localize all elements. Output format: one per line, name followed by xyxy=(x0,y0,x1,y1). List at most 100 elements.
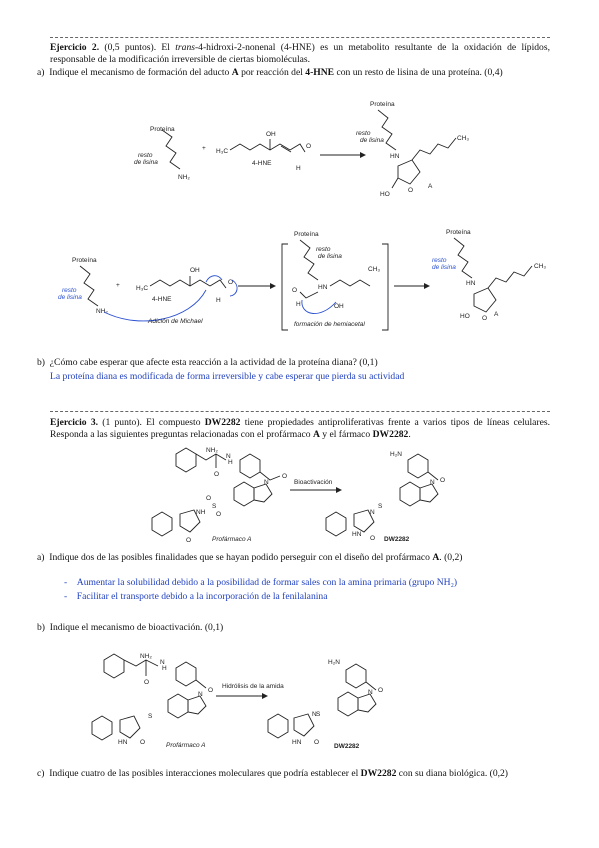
svg-text:O: O xyxy=(144,679,149,686)
ex3-intro: Ejercicio 3. (1 punto). El compuesto DW2… xyxy=(50,417,550,440)
svg-text:OH: OH xyxy=(190,267,200,274)
svg-text:NH₂: NH₂ xyxy=(96,308,108,315)
svg-text:N: N xyxy=(226,453,231,460)
svg-text:Hidrólisis de la amida: Hidrólisis de la amida xyxy=(222,683,284,690)
svg-text:de lisina: de lisina xyxy=(318,253,342,260)
svg-text:Proteína: Proteína xyxy=(370,101,395,108)
svg-text:HN: HN xyxy=(466,280,476,287)
svg-text:NH₂: NH₂ xyxy=(206,447,218,454)
svg-text:OH: OH xyxy=(334,303,344,310)
svg-text:resto: resto xyxy=(356,130,371,137)
svg-text:O: O xyxy=(292,287,297,294)
svg-text:N: N xyxy=(430,479,435,486)
svg-text:O: O xyxy=(228,279,233,286)
svg-text:Proteína: Proteína xyxy=(72,257,97,264)
svg-text:de lisina: de lisina xyxy=(58,294,82,301)
svg-text:O: O xyxy=(186,537,191,544)
svg-text:O: O xyxy=(208,687,213,694)
svg-text:de lisina: de lisina xyxy=(432,264,456,271)
svg-text:DW2282: DW2282 xyxy=(384,536,410,543)
svg-text:HN: HN xyxy=(352,531,362,538)
svg-text:H: H xyxy=(296,165,301,172)
svg-text:HO: HO xyxy=(460,313,470,320)
hne-chain xyxy=(229,143,291,151)
svg-text:A: A xyxy=(494,311,499,318)
ring-a xyxy=(397,159,421,185)
section-divider xyxy=(50,37,550,38)
svg-text:S: S xyxy=(148,713,153,720)
svg-text:OH: OH xyxy=(266,131,276,138)
svg-text:resto: resto xyxy=(62,287,77,294)
svg-text:4-HNE: 4-HNE xyxy=(252,160,272,167)
svg-text:HN: HN xyxy=(292,739,302,746)
svg-text:O: O xyxy=(314,739,319,746)
svg-text:O: O xyxy=(306,143,311,150)
svg-text:CH₃: CH₃ xyxy=(368,266,380,273)
ex2-intro: Ejercicio 2. (0,5 puntos). El trans-4-hi… xyxy=(50,42,550,65)
svg-text:H₃C: H₃C xyxy=(216,148,228,155)
ex3-question-b: b) Indique el mecanismo de bioactivación… xyxy=(37,622,224,633)
svg-text:NH₂: NH₂ xyxy=(140,653,152,660)
svg-text:HN: HN xyxy=(390,153,400,160)
ex3-question-a: a) Indique dos de las posibles finalidad… xyxy=(37,552,463,563)
svg-text:Bioactivación: Bioactivación xyxy=(294,479,333,486)
svg-text:de lisina: de lisina xyxy=(360,137,384,144)
svg-text:+: + xyxy=(116,282,120,289)
svg-text:S: S xyxy=(378,503,383,510)
svg-text:HN: HN xyxy=(118,739,128,746)
svg-text:H: H xyxy=(228,459,233,466)
svg-text:A: A xyxy=(428,183,433,190)
svg-text:DW2282: DW2282 xyxy=(334,743,360,750)
svg-text:O: O xyxy=(370,535,375,542)
ex3-question-c: c) Indique cuatro de las posibles intera… xyxy=(37,768,509,779)
svg-text:formación de hemiacetal: formación de hemiacetal xyxy=(294,321,365,328)
lysine-chain xyxy=(161,129,181,170)
ex2-answer-b: La proteína diana es modificada de forma… xyxy=(50,371,405,382)
ex2-question-b: b) ¿Cómo cabe esperar que afecte esta re… xyxy=(37,357,378,368)
svg-text:H: H xyxy=(216,297,221,304)
svg-text:O: O xyxy=(378,687,383,694)
svg-text:O: O xyxy=(408,187,413,194)
ex3-answer-2: - Facilitar el transporte debido a la in… xyxy=(64,591,328,602)
svg-text:Adición de Michael: Adición de Michael xyxy=(147,318,203,325)
svg-text:N: N xyxy=(264,479,269,486)
svg-text:resto: resto xyxy=(432,257,447,264)
svg-text:N: N xyxy=(198,691,203,698)
svg-text:Profármaco A: Profármaco A xyxy=(166,742,206,749)
ex3-answer-1: - Aumentar la solubilidad debido a la po… xyxy=(64,577,458,588)
svg-text:+: + xyxy=(202,145,206,152)
hemiacetal-arrow xyxy=(301,299,337,314)
ex2-label: Ejercicio 2. xyxy=(50,42,100,53)
svg-text:O: O xyxy=(206,495,211,502)
svg-text:HN: HN xyxy=(318,284,328,291)
svg-text:4-HNE: 4-HNE xyxy=(152,296,172,303)
svg-text:HO: HO xyxy=(380,191,390,198)
svg-text:Proteína: Proteína xyxy=(294,231,319,238)
svg-text:N: N xyxy=(368,689,373,696)
svg-text:resto: resto xyxy=(316,246,331,253)
svg-text:resto: resto xyxy=(138,152,153,159)
protein-label: Proteína xyxy=(150,126,175,133)
svg-text:Proteína: Proteína xyxy=(446,229,471,236)
svg-text:O: O xyxy=(440,477,445,484)
ex2-question-a: a) Indique el mecanismo de formación del… xyxy=(37,67,503,78)
svg-text:CH₃: CH₃ xyxy=(534,263,546,270)
svg-text:S: S xyxy=(212,503,217,510)
svg-text:Profármaco A: Profármaco A xyxy=(212,536,252,543)
section-divider xyxy=(50,411,550,412)
phenyl-ring xyxy=(175,447,197,473)
svg-text:NH₂: NH₂ xyxy=(178,174,190,181)
svg-text:S: S xyxy=(316,711,321,718)
svg-text:O: O xyxy=(214,471,219,478)
svg-text:H₃C: H₃C xyxy=(136,285,148,292)
svg-text:H: H xyxy=(162,665,167,672)
svg-text:N: N xyxy=(370,509,375,516)
svg-text:CH₃: CH₃ xyxy=(457,135,469,142)
svg-text:H₂N: H₂N xyxy=(390,451,402,458)
svg-text:N: N xyxy=(312,711,317,718)
svg-text:O: O xyxy=(216,511,221,518)
